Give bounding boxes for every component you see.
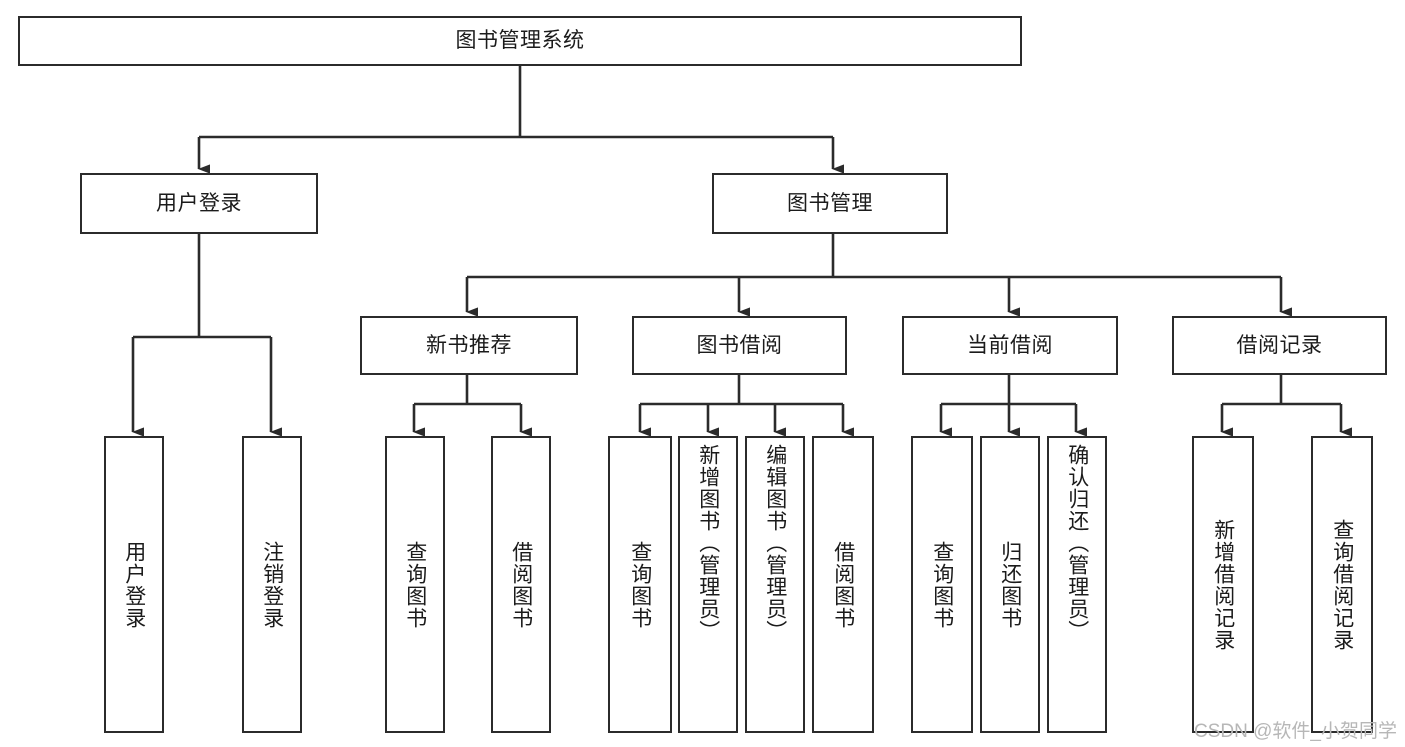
leaf-label: 新增借阅记录: [1211, 518, 1235, 651]
leaf-label: 借阅图书: [509, 540, 533, 629]
node-label: 借阅记录: [1236, 333, 1323, 357]
leaf-user-login-logout[interactable]: 注销登录: [242, 436, 302, 733]
leaf-current-return-book[interactable]: 归还图书: [980, 436, 1040, 733]
leaf-label: 编辑图书（管理员）: [763, 444, 787, 642]
node-book-borrow[interactable]: 图书借阅: [632, 316, 847, 375]
node-current-borrow[interactable]: 当前借阅: [902, 316, 1118, 375]
leaf-label: 借阅图书: [831, 540, 855, 629]
leaf-new-book-borrow[interactable]: 借阅图书: [491, 436, 551, 733]
leaf-borrow-edit-book-admin[interactable]: 编辑图书（管理员）: [745, 436, 805, 733]
leaf-current-query-book[interactable]: 查询图书: [911, 436, 973, 733]
node-label: 图书管理系统: [455, 29, 585, 53]
node-root-system[interactable]: 图书管理系统: [18, 16, 1022, 66]
leaf-label: 查询图书: [628, 540, 652, 629]
node-label: 图书借阅: [696, 333, 783, 357]
leaf-new-book-query[interactable]: 查询图书: [385, 436, 445, 733]
leaf-borrow-add-book-admin[interactable]: 新增图书（管理员）: [678, 436, 738, 733]
node-label: 图书管理: [787, 191, 873, 215]
leaf-label: 查询图书: [930, 540, 954, 629]
leaf-borrow-borrow-book[interactable]: 借阅图书: [812, 436, 874, 733]
leaf-user-login-login[interactable]: 用户登录: [104, 436, 164, 733]
leaf-label: 注销登录: [260, 540, 284, 629]
leaf-label: 查询图书: [403, 540, 427, 629]
node-label: 当前借阅: [967, 333, 1053, 357]
node-borrow-record[interactable]: 借阅记录: [1172, 316, 1387, 375]
node-label: 用户登录: [156, 191, 242, 215]
csdn-watermark: CSDN @软件_小贺同学: [1194, 721, 1397, 742]
node-user-login[interactable]: 用户登录: [80, 173, 318, 234]
leaf-record-add-record[interactable]: 新增借阅记录: [1192, 436, 1254, 733]
leaf-record-query-record[interactable]: 查询借阅记录: [1311, 436, 1373, 733]
leaf-label: 用户登录: [122, 540, 146, 629]
leaf-label: 归还图书: [998, 540, 1022, 629]
leaf-current-confirm-return-admin[interactable]: 确认归还（管理员）: [1047, 436, 1107, 733]
leaf-label: 确认归还（管理员）: [1065, 444, 1089, 642]
node-label: 新书推荐: [426, 333, 512, 357]
leaf-label: 查询借阅记录: [1330, 518, 1354, 651]
node-book-management[interactable]: 图书管理: [712, 173, 948, 234]
leaf-label: 新增图书（管理员）: [696, 444, 720, 642]
leaf-borrow-query-book[interactable]: 查询图书: [608, 436, 672, 733]
node-new-book-recommend[interactable]: 新书推荐: [360, 316, 578, 375]
